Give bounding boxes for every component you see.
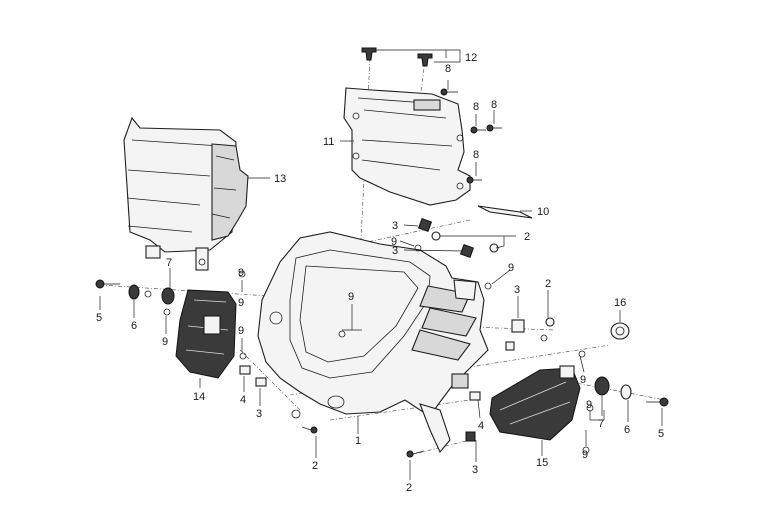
callout-6-b: 6 [624,424,630,436]
callout-9-c: 9 [348,291,354,303]
callout-6-a: 6 [131,320,137,332]
callout-2-b: 2 [545,278,551,290]
callout-9-i: 9 [582,449,588,461]
callout-9-g: 9 [580,374,586,386]
callout-9-d: 9 [238,297,244,309]
callout-15: 15 [536,457,548,469]
bolts-8 [440,88,502,184]
left-turn-signal [175,289,237,379]
callout-9-b: 9 [508,262,514,274]
headlight-assembly [123,116,249,271]
callout-2-d: 2 [406,482,412,494]
callout-9-h: 9 [586,399,592,411]
callout-8-d: 8 [473,149,479,161]
right-mounting-hardware [594,376,669,407]
callout-13: 13 [274,173,286,185]
callout-3-c: 3 [514,284,520,296]
grommet [610,322,630,340]
callout-2-a: 2 [524,231,530,243]
callout-16: 16 [614,297,626,309]
callout-2-c: 2 [312,460,318,472]
callout-7-b: 7 [598,418,604,430]
callout-10: 10 [537,206,549,218]
callout-8-c: 8 [491,99,497,111]
callout-3-b: 3 [392,245,398,257]
headlight-housing [257,231,489,454]
trim-strip [477,205,533,219]
callout-9-a: 9 [391,236,397,248]
callout-9-e: 9 [238,325,244,337]
callout-5-a: 5 [96,312,102,324]
callout-11: 11 [323,136,334,148]
callout-8-b: 8 [473,101,479,113]
push-clips [361,47,433,67]
callout-4-a: 4 [240,394,246,406]
callout-9-f: 9 [162,336,168,348]
callout-7-a: 7 [166,257,172,269]
callout-labels: 12 8 8 8 8 11 13 10 3 2 9 3 9 3 2 16 9 7… [96,52,664,494]
leader-lines [99,49,663,480]
upper-bracket [343,87,471,206]
callout-12: 12 [465,52,477,64]
callout-8-a: 8 [445,63,451,75]
callout-3-a: 3 [392,220,398,232]
callout-4-b: 4 [478,420,484,432]
callout-9-j: 9 [238,267,244,279]
callout-1: 1 [355,435,361,447]
callout-14: 14 [193,391,205,403]
left-mounting-hardware [95,279,175,305]
callout-5-b: 5 [658,428,664,440]
right-turn-signal [489,365,581,441]
callout-3-e: 3 [472,464,478,476]
callout-3-d: 3 [256,408,262,420]
